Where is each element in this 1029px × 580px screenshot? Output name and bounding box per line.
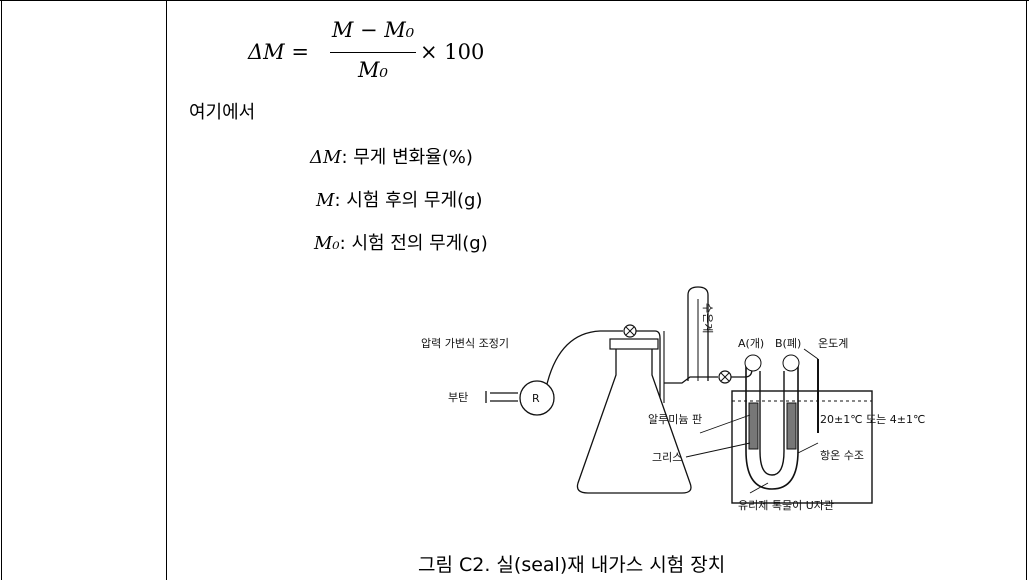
table-border-right bbox=[1026, 0, 1027, 580]
label-temperature: 20±1℃ 또는 4±1℃ bbox=[820, 413, 925, 426]
definition-text: : 시험 후의 무게(g) bbox=[334, 190, 483, 211]
label-butane: 부탄 bbox=[448, 391, 468, 404]
label-grease: 그리스 bbox=[652, 451, 682, 464]
manometer-icon bbox=[687, 286, 709, 381]
table-border-top bbox=[0, 0, 1029, 1]
label-aluminum-plate: 알루미늄 판 bbox=[648, 412, 702, 426]
regulator-icon bbox=[519, 380, 555, 416]
manometer-label: 수은계 bbox=[701, 303, 714, 333]
label-b-closed: B(폐) bbox=[775, 337, 801, 350]
formula-denominator: M₀ bbox=[358, 58, 388, 82]
definition-symbol: ΔM bbox=[310, 147, 342, 168]
formula-rhs: × 100 bbox=[420, 40, 485, 64]
intro-text: 여기에서 bbox=[189, 102, 256, 123]
flask-icon bbox=[576, 347, 692, 494]
fraction-bar bbox=[330, 52, 416, 53]
definition-item: M: 시험 후의 무게(g) bbox=[316, 186, 483, 212]
definition-symbol: M₀ bbox=[314, 233, 340, 254]
label-bath: 항온 수조 bbox=[820, 449, 864, 462]
definition-text: : 무게 변화율(%) bbox=[341, 147, 473, 168]
gas-test-apparatus-diagram: R 수은계 압력 가변식 조정기 부탄 A(개) B(폐) 온도계 알루미늄 판… bbox=[421, 286, 925, 512]
definition-item: M₀: 시험 전의 무게(g) bbox=[314, 229, 488, 255]
table-border-inner bbox=[166, 0, 167, 580]
table-border-left bbox=[1, 0, 2, 580]
label-u-tube: 유리제 톡물이 U자관 bbox=[738, 499, 834, 512]
regulator-letter: R bbox=[532, 392, 540, 405]
label-regulator: 압력 가변식 조정기 bbox=[421, 337, 509, 350]
u-tube-icon bbox=[745, 361, 799, 490]
definition-symbol: M bbox=[316, 190, 335, 211]
aluminum-plate bbox=[748, 402, 759, 450]
formula-lhs: ΔM = bbox=[248, 40, 309, 64]
definition-text: : 시험 전의 무게(g) bbox=[339, 233, 488, 254]
formula-numerator: M − M₀ bbox=[331, 18, 415, 42]
label-thermometer: 온도계 bbox=[818, 337, 848, 350]
definition-item: ΔM: 무게 변화율(%) bbox=[310, 143, 473, 169]
aluminum-plate bbox=[786, 402, 797, 450]
label-a-open: A(개) bbox=[738, 337, 764, 350]
figure-caption: 그림 C2. 실(seal)재 내가스 시험 장치 bbox=[418, 554, 726, 576]
